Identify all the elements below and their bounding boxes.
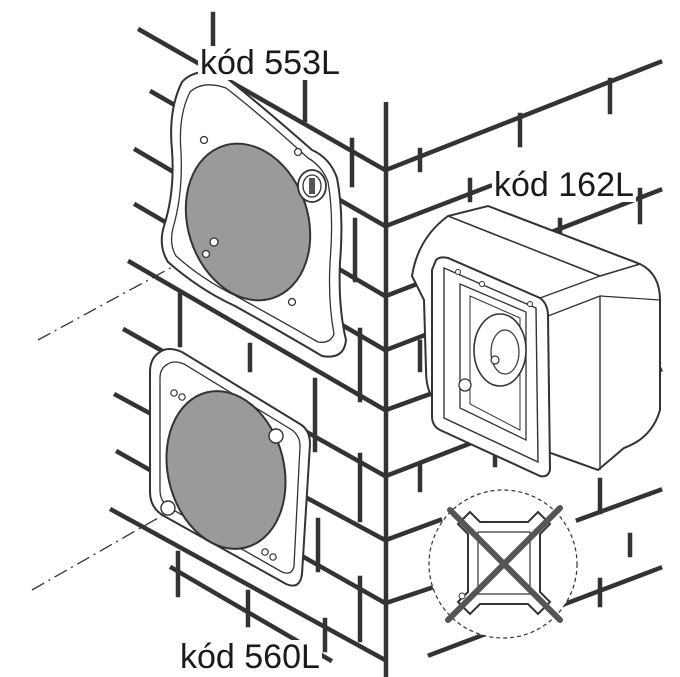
label-code-560l: kód 560L [178,638,322,676]
right-brick-wall [383,59,663,658]
lock-icon [297,169,327,203]
label-code-553l: kód 553L [198,44,342,82]
prohibited-mount [428,489,578,639]
plate-560l [149,348,312,587]
cross-out-icon [445,505,563,623]
plate-553l [160,71,348,358]
plate-553l-lens [184,142,312,302]
label-code-162l: kód 162L [492,166,636,204]
box-162l [410,204,661,478]
plate-560l-lens [165,390,287,550]
